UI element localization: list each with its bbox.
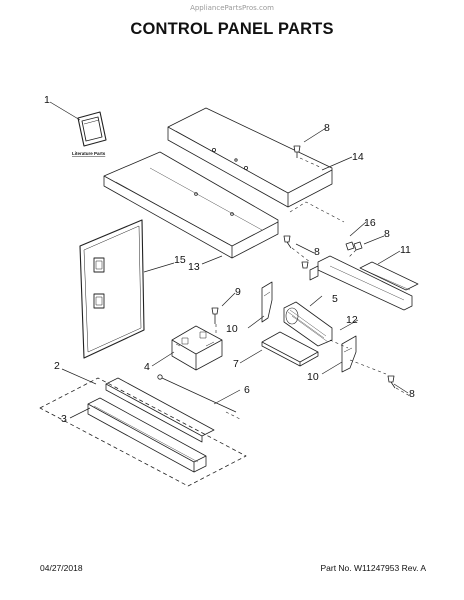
- callout-3: 3: [61, 413, 67, 425]
- callout-7: 7: [233, 358, 239, 370]
- control-panel-plate: [103, 151, 279, 259]
- mounting-rail: [309, 255, 413, 311]
- callout-15: 15: [174, 254, 186, 266]
- callout-8-mid: 8: [314, 246, 320, 258]
- wire-harness: [157, 374, 237, 413]
- callout-2: 2: [54, 360, 60, 372]
- bracket-lower: [341, 335, 357, 373]
- callout-8-right: 8: [384, 228, 390, 240]
- callout-10-lower: 10: [307, 371, 319, 383]
- callout-4: 4: [144, 361, 150, 373]
- bracket-upper: [261, 281, 273, 323]
- callout-13: 13: [188, 261, 200, 273]
- callout-8-top: 8: [324, 122, 330, 134]
- assembly-outline: [39, 377, 247, 487]
- callout-5: 5: [332, 293, 338, 305]
- page-title: CONTROL PANEL PARTS: [130, 20, 334, 38]
- leader-lines: [49, 101, 409, 419]
- callout-16: 16: [364, 217, 376, 229]
- rear-cover-panel: [79, 219, 145, 359]
- cooling-fan: [283, 301, 333, 347]
- trim-strip: [359, 261, 419, 291]
- callout-12: 12: [346, 314, 358, 326]
- fan-bracket: [261, 331, 319, 367]
- trim-panel: [87, 377, 215, 473]
- control-board: [171, 325, 223, 371]
- callout-11: 11: [400, 244, 411, 256]
- callout-9: 9: [235, 286, 241, 298]
- callout-6: 6: [244, 384, 250, 396]
- callout-14: 14: [352, 151, 364, 163]
- watermark-text: AppliancePartsPros.com: [190, 4, 274, 12]
- callout-10-upper: 10: [226, 323, 238, 335]
- footer-date: 04/27/2018: [40, 563, 83, 573]
- callout-labels: 1 2 3 4 5 6 7 8 8 8 8 9 10 10 11 12 13 1…: [44, 94, 415, 425]
- literature-parts-label: Literature Parts: [72, 151, 106, 156]
- top-panel: [167, 107, 333, 208]
- alignment-lines: [215, 157, 411, 421]
- screw-icons: [211, 145, 396, 389]
- callout-1: 1: [44, 94, 50, 106]
- literature-booklet: [77, 111, 107, 147]
- footer-part-number: Part No. W11247953 Rev. A: [320, 563, 426, 573]
- callout-8-bottom: 8: [409, 388, 415, 400]
